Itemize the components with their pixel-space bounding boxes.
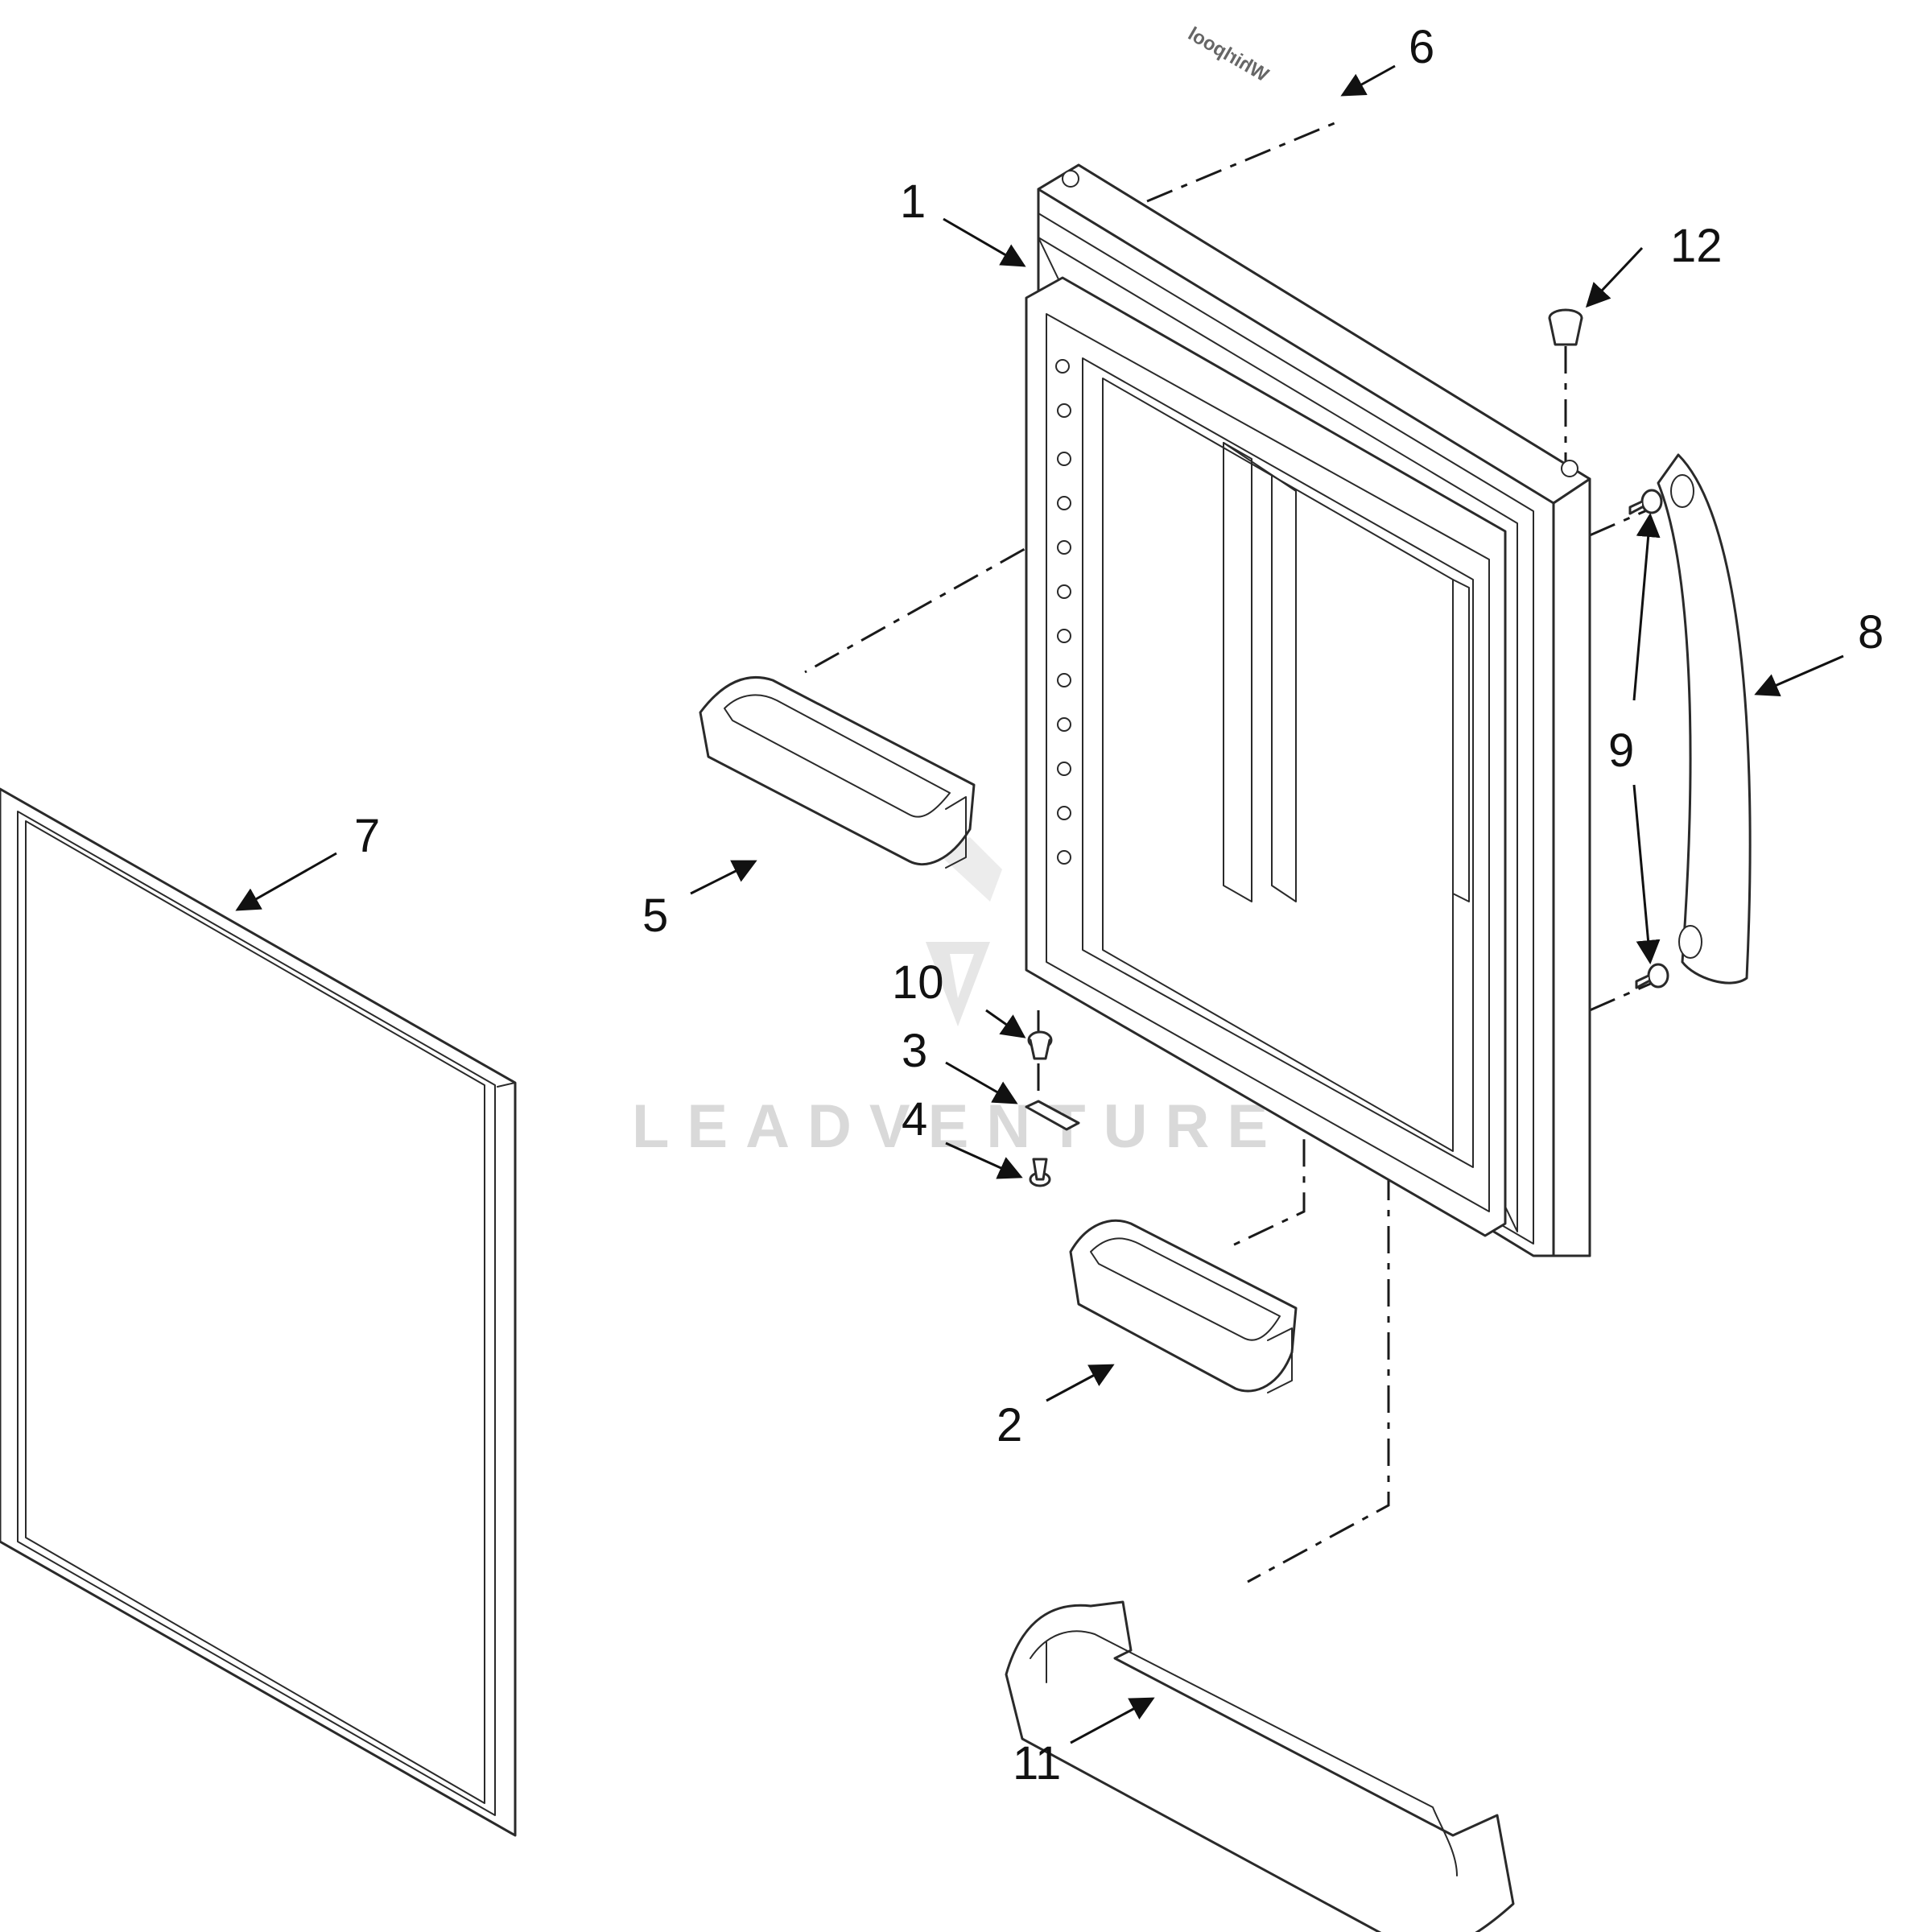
hinge-plug	[1548, 308, 1583, 346]
door-hinge-fasteners	[1025, 1030, 1080, 1187]
callout-7: 7	[354, 810, 380, 862]
callout-12: 12	[1670, 220, 1723, 272]
badge-logo-text: Whirlpool	[1184, 23, 1272, 86]
callout-2: 2	[997, 1399, 1022, 1451]
lower-door-bin	[1005, 1600, 1515, 1932]
callout-1: 1	[900, 175, 926, 228]
callout-6: 6	[1409, 21, 1434, 73]
assembly-lines	[804, 119, 1655, 1583]
shelf-position-holes	[1055, 359, 1071, 865]
callout-8: 8	[1858, 606, 1884, 658]
handle-screws	[1628, 489, 1669, 989]
middle-door-bin	[1069, 1219, 1298, 1393]
callout-11: 11	[1013, 1737, 1061, 1790]
door-panel	[1025, 163, 1591, 1257]
upper-door-bin	[699, 675, 976, 869]
door-badge: Whirlpool	[1184, 23, 1272, 86]
leader-lines	[235, 64, 1844, 1744]
callout-10: 10	[892, 956, 944, 1009]
callout-4: 4	[902, 1093, 927, 1146]
door-gasket	[0, 787, 517, 1837]
callout-3: 3	[902, 1025, 927, 1077]
callout-9: 9	[1608, 724, 1634, 777]
watermark: LEADVENTURE	[632, 837, 1285, 1161]
door-handle	[1657, 453, 1752, 985]
callout-5: 5	[642, 890, 668, 942]
watermark-text: LEADVENTURE	[632, 1092, 1285, 1161]
callout-labels: 1 2 3 4 5 6 7 8 9 10 11 12	[354, 21, 1884, 1790]
